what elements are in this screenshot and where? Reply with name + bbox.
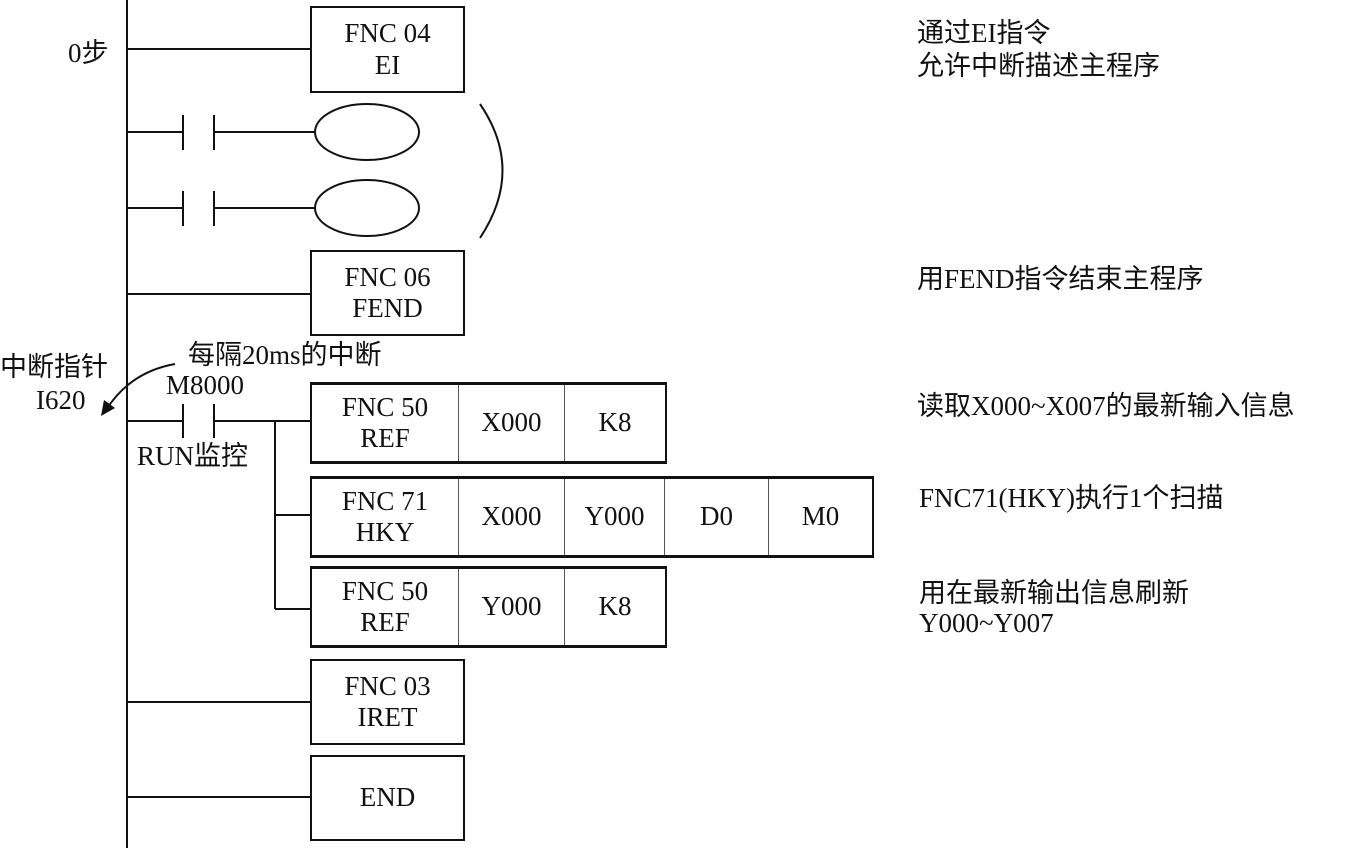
contact-description: RUN监控 xyxy=(137,441,249,471)
comment-ei-line1: 通过EI指令 xyxy=(917,18,1051,48)
operand-cell: Y000 xyxy=(565,479,665,555)
rung-coil-2 xyxy=(127,179,420,237)
step-label: 0步 xyxy=(68,38,109,68)
comment-fend: 用FEND指令结束主程序 xyxy=(917,264,1204,294)
instruction-ref-output-head: FNC 50 REF xyxy=(312,569,459,645)
instruction-ei-code: FNC 04 xyxy=(344,18,431,49)
comment-ei-line2: 允许中断描述主程序 xyxy=(917,51,1160,81)
rung-coil-1 xyxy=(127,103,420,161)
operand-cell: D0 xyxy=(665,479,769,555)
operand-cell: K8 xyxy=(598,591,632,622)
instruction-mnemonic: REF xyxy=(360,607,410,637)
comment-hky: FNC71(HKY)执行1个扫描 xyxy=(919,483,1224,513)
instruction-iret: FNC 03 IRET xyxy=(310,659,465,745)
bracket-curve xyxy=(479,103,504,239)
instruction-hky-head: FNC 71 HKY xyxy=(312,479,459,555)
instruction-ei: FNC 04 EI xyxy=(310,6,465,93)
instruction-mnemonic: HKY xyxy=(355,517,415,547)
instruction-code: FNC 50 xyxy=(341,391,429,422)
instruction-ei-mnemonic: EI xyxy=(374,49,401,80)
instruction-ref-input: FNC 50 REF X000 K8 xyxy=(310,382,667,464)
operand-cell: Y000 xyxy=(459,569,565,645)
instruction-iret-code: FNC 03 xyxy=(344,670,431,701)
comment-ref-output-line1: 用在最新输出信息刷新 xyxy=(919,578,1189,608)
operand-cell: M0 xyxy=(801,501,840,532)
interrupt-arrow-icon xyxy=(101,363,176,416)
instruction-code: FNC 50 xyxy=(341,575,429,606)
instruction-fend-mnemonic: FEND xyxy=(352,293,423,323)
coil-icon xyxy=(314,103,420,161)
operand-cell: X000 xyxy=(459,385,565,461)
coil-icon xyxy=(314,179,420,237)
instruction-end: END xyxy=(310,755,465,841)
instruction-ref-output: FNC 50 REF Y000 K8 xyxy=(310,566,667,648)
instruction-code: FNC 71 xyxy=(341,485,429,516)
rung-interrupt xyxy=(127,404,311,610)
instruction-iret-mnemonic: IRET xyxy=(357,702,418,732)
comment-ref-output-line2: Y000~Y007 xyxy=(919,608,1054,638)
instruction-ref-input-head: FNC 50 REF xyxy=(312,385,459,461)
operand-cell: X000 xyxy=(459,479,565,555)
instruction-fend-code: FNC 06 xyxy=(344,261,431,292)
instruction-mnemonic: REF xyxy=(360,423,410,453)
instruction-end-mnemonic: END xyxy=(359,782,416,813)
interrupt-pointer-label: 中断指针 xyxy=(0,352,108,382)
instruction-hky: FNC 71 HKY X000 Y000 D0 M0 xyxy=(310,476,874,558)
interrupt-interval-note: 每隔20ms的中断 xyxy=(188,340,382,370)
operand-cell: K8 xyxy=(598,407,632,438)
instruction-fend: FNC 06 FEND xyxy=(310,250,465,336)
interrupt-pointer-name: I620 xyxy=(36,385,86,415)
contact-name: M8000 xyxy=(166,370,245,400)
comment-ref-input: 读取X000~X007的最新输入信息 xyxy=(917,391,1295,421)
